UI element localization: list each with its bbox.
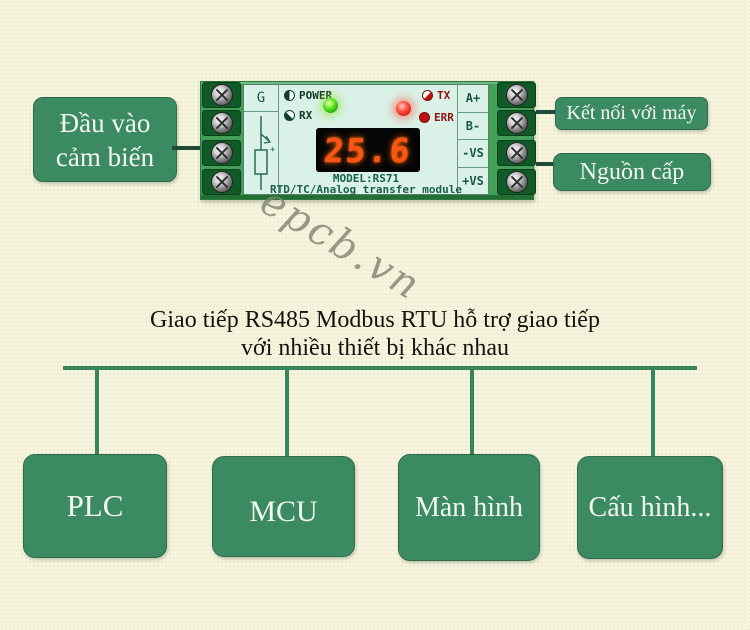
display-value: 25.6 [322,130,414,170]
power-label: POWER [299,89,333,102]
power-indicator: POWER [284,89,332,102]
err-label: ERR [434,111,454,124]
ground-terminal-label: G [244,85,278,112]
power-supply-label: Nguồn cấp [579,158,685,185]
terminal-screw [497,140,536,166]
rx-icon [284,110,295,121]
module-subtitle: RTD/TC/Analog transfer module [269,183,463,196]
device-box-display: Màn hình [398,454,540,561]
sensor-input-line1: Đầu vào [59,107,151,138]
power-supply-callout: Nguồn cấp [553,153,711,191]
tx-icon [422,90,433,101]
screw-icon [505,84,528,106]
green-led [323,98,338,113]
device-box-mcu: MCU [212,456,355,557]
screw-icon [505,171,528,193]
rs485-wire [536,110,556,114]
screw-icon [210,112,233,134]
heading-line1: Giao tiếp RS485 Modbus RTU hỗ trợ giao t… [150,307,600,333]
machine-connection-callout: Kết nối với máy [555,97,708,130]
heading: Giao tiếp RS485 Modbus RTU hỗ trợ giao t… [0,306,750,362]
screw-icon [210,84,233,106]
device-label-config: Cấu hình... [588,491,712,523]
svg-text:+: + [270,145,276,155]
machine-connection-label: Kết nối với máy [566,102,697,124]
red-led [396,101,411,116]
terminal-label-a-plus: A+ [458,85,488,113]
sensor-circuit-icon: + [254,116,276,190]
terminal-label-neg-vs: -VS [458,140,488,168]
device-label-display: Màn hình [414,491,524,523]
terminal-screw [202,140,241,166]
err-icon [419,112,430,123]
tree-drop-display [470,366,474,456]
terminal-screw [497,110,536,136]
device-label-mcu: MCU [249,494,318,528]
seven-segment-display: 25.6 [316,128,420,172]
terminal-screw [202,82,241,108]
tree-drop-plc [95,366,99,456]
sensor-input-label: Đầu vào cảm biến [56,106,154,174]
heading-line2: với nhiều thiết bị khác nhau [241,335,509,361]
err-indicator: ERR [419,111,454,124]
power-icon [284,90,295,101]
tree-horizontal-line [63,366,697,370]
screw-icon [210,142,233,164]
screw-icon [210,171,233,193]
device-box-config: Cấu hình... [577,456,723,559]
tx-indicator: TX [422,89,450,102]
rx-label: RX [299,109,313,122]
sensor-wire [172,146,202,150]
terminal-screw [202,110,241,136]
module-front-panel: G + A+ B- -VS +VS POWER [243,84,489,196]
tree-drop-mcu [285,366,289,458]
terminal-label-pos-vs: +VS [462,173,484,188]
terminal-label-b-minus: B- [458,113,488,140]
terminal-screw [497,82,536,108]
rs485-terminal-column: A+ B- -VS +VS [457,85,488,194]
terminal-screw [202,169,241,195]
sensor-terminal-column: G + [244,85,279,194]
tree-drop-config [651,366,655,458]
power-wire [536,162,554,166]
sensor-input-callout: Đầu vào cảm biến [33,97,177,182]
tx-label: TX [437,89,451,102]
device-box-plc: PLC [23,454,167,558]
model-label: MODEL:RS71 [332,172,400,185]
device-label-plc: PLC [66,488,124,523]
screw-icon [505,112,528,134]
sensor-input-line2: cảm biến [55,141,155,172]
rx-indicator: RX [284,109,312,122]
screw-icon [505,142,528,164]
terminal-screw [497,169,536,195]
